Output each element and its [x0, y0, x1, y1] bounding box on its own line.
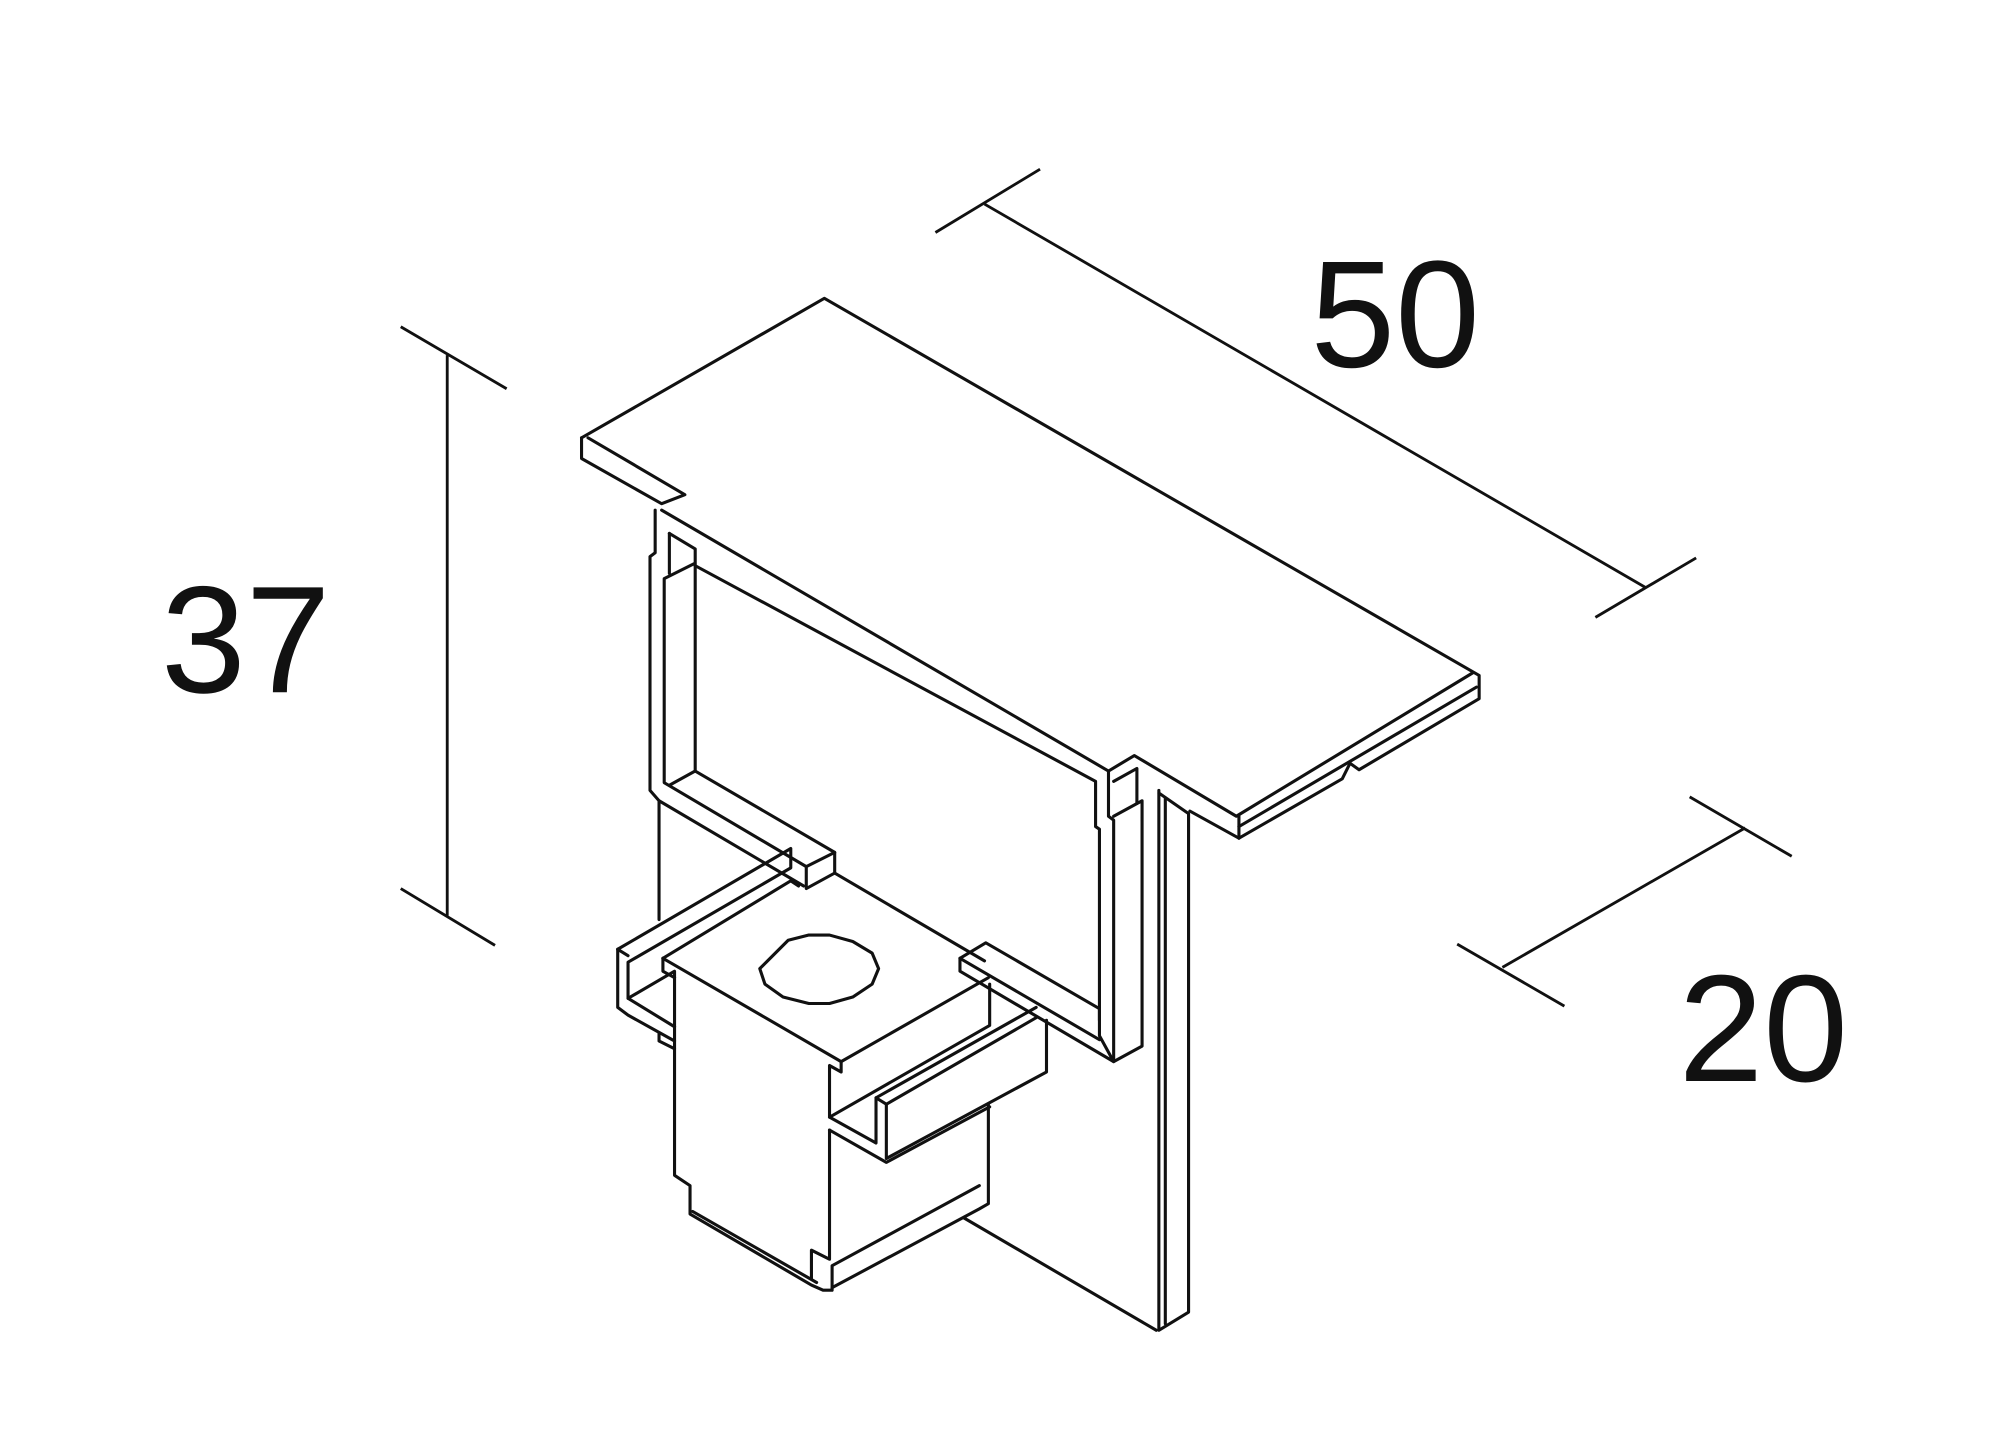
dimension-length: 50 [934, 167, 1697, 619]
dimension-depth-label: 20 [1679, 944, 1849, 1114]
dimension-height: 37 [161, 325, 508, 947]
dimension-length-label: 50 [1310, 230, 1480, 400]
dimension-height-label: 37 [161, 555, 331, 725]
dimension-depth: 20 [1456, 795, 1849, 1114]
part-outline [579, 296, 1481, 1332]
mounting-hole [758, 933, 881, 1006]
